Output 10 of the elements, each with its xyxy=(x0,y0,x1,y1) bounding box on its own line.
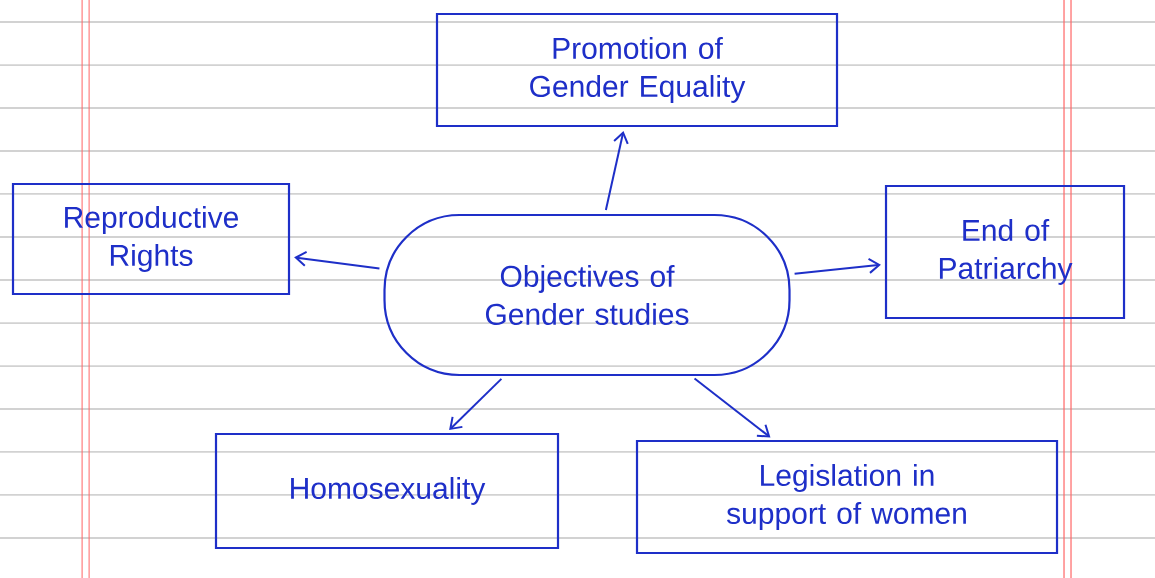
objective-box: End of Patriarchy xyxy=(884,184,1126,320)
objective-box: Homosexuality xyxy=(214,432,560,550)
arrow xyxy=(294,250,381,270)
arrow xyxy=(693,377,771,438)
objective-box: Legislation in support of women xyxy=(635,439,1059,555)
objective-box: Promotion of Gender Equality xyxy=(435,12,839,128)
arrow xyxy=(449,377,503,431)
arrow xyxy=(604,131,629,211)
objective-box: Reproductive Rights xyxy=(11,182,291,296)
arrow xyxy=(793,257,881,275)
